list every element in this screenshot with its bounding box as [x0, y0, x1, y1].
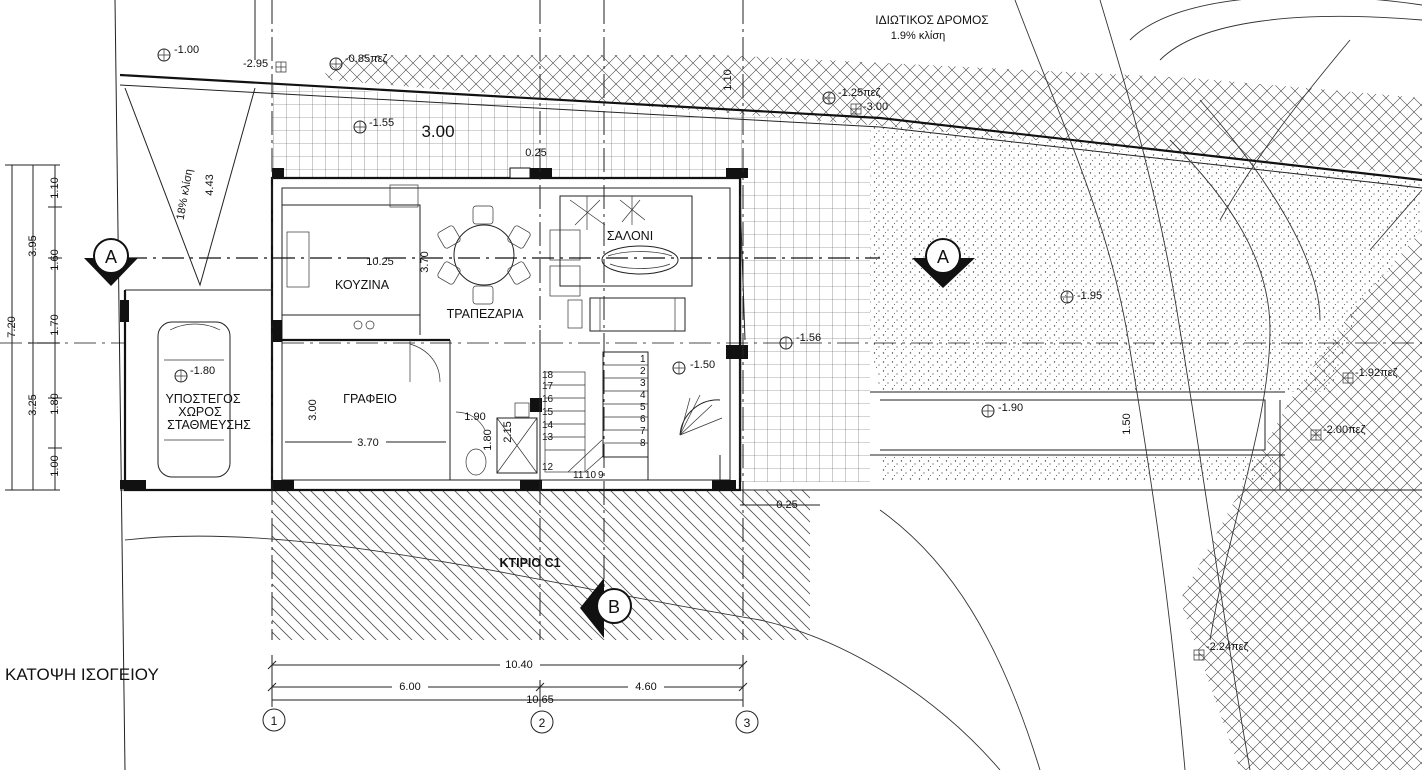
svg-text:10.40: 10.40 [505, 659, 533, 671]
svg-text:13: 13 [542, 432, 554, 443]
road-hatch [325, 55, 1422, 175]
section-marker-a-left: A [84, 238, 138, 286]
dim-2-15: 2.15 [502, 421, 514, 442]
dim-3-00-vertical: 3.00 [307, 399, 319, 420]
svg-text:1: 1 [640, 354, 646, 365]
level-text-7: -1.56 [796, 332, 821, 344]
svg-text:1.70: 1.70 [49, 314, 61, 335]
svg-text:6: 6 [640, 414, 646, 425]
svg-text:9: 9 [598, 470, 604, 481]
svg-text:16: 16 [542, 394, 554, 405]
level-text-10: -1.80 [190, 365, 215, 377]
garden-dotted-strip [880, 455, 1280, 480]
dim-3-70-vertical: 3.70 [419, 251, 431, 272]
level-text-5: -1.25πεζ [838, 87, 881, 99]
level-text-12: -1.92πεζ [1355, 367, 1398, 379]
dim-3-70-horizontal: 3.70 [357, 437, 378, 449]
svg-text:10.65: 10.65 [526, 694, 554, 706]
grid-bubble-3: 3 [735, 710, 759, 734]
room-dining: ΤΡΑΠΕΖΑΡΙΑ [447, 307, 525, 321]
level-text-1: -1.00 [174, 44, 199, 56]
svg-text:5: 5 [640, 402, 646, 413]
svg-text:10: 10 [585, 470, 597, 481]
dim-1-10-top: 1.10 [722, 69, 734, 90]
svg-text:3: 3 [640, 378, 646, 389]
svg-text:17: 17 [542, 381, 554, 392]
dim-0-25-top: 0.25 [525, 147, 546, 159]
level-text-14: -2.24πεζ [1206, 641, 1249, 653]
dining-table [437, 205, 531, 305]
level-text-3: -0.85πεζ [345, 53, 388, 65]
dim-1-90: 1.90 [464, 411, 485, 423]
svg-text:2: 2 [539, 716, 546, 730]
door-swing [409, 343, 441, 383]
ramp-length: 4.43 [204, 174, 216, 195]
grid-bubble-1: 1 [262, 708, 286, 732]
room-office: ΓΡΑΦΕΙΟ [343, 392, 397, 406]
svg-text:3.25: 3.25 [27, 394, 39, 415]
garden-dotted-area [870, 123, 1422, 392]
svg-text:4.60: 4.60 [635, 681, 656, 693]
level-text-8: -1.50 [690, 359, 715, 371]
svg-text:1: 1 [271, 714, 278, 728]
neighbor-hatch [272, 490, 810, 640]
svg-text:1.80: 1.80 [49, 393, 61, 414]
svg-text:3: 3 [744, 716, 751, 730]
level-text-2: -2.95 [243, 58, 268, 70]
room-kitchen: ΚΟΥΖΙΝΑ [335, 278, 390, 292]
grid-bubble-2: 2 [530, 710, 554, 734]
svg-text:4: 4 [640, 390, 646, 401]
svg-text:18: 18 [542, 370, 554, 381]
svg-text:1.00: 1.00 [49, 455, 61, 476]
paved-terrace [272, 85, 870, 482]
left-dimensions: 7.20 3.95 3.25 1.10 1.60 1.70 1.80 1.00 [5, 164, 62, 491]
parking-label-3: ΣΤΑΘΜΕΥΣΗΣ [167, 418, 251, 432]
svg-text:2: 2 [640, 366, 646, 377]
drawing-title: ΚΑΤΟΨΗ ΙΣΟΓΕΙΟΥ [5, 665, 159, 684]
dim-1-80-bath: 1.80 [482, 429, 494, 450]
car-outline [157, 321, 231, 478]
svg-text:11: 11 [573, 470, 584, 481]
slope-hatch [1180, 230, 1422, 770]
property-line [119, 73, 1422, 182]
level-text-6: -3.00 [863, 101, 888, 113]
living-furniture [549, 195, 693, 332]
bottom-dimensions: 10.40 6.00 4.60 10.65 [267, 655, 748, 707]
paving-mark: 3.00 [421, 122, 454, 141]
section-marker-a-right: A [912, 238, 975, 288]
svg-text:12: 12 [542, 462, 554, 473]
svg-text:14: 14 [542, 420, 554, 431]
dim-10-25: 10.25 [366, 256, 394, 268]
stair-numbers: 1 2 3 4 5 6 7 8 9 10 11 12 13 14 15 16 1… [542, 354, 646, 481]
level-markers [157, 48, 1354, 661]
section-marker-b: B [580, 578, 632, 638]
svg-text:7: 7 [640, 426, 646, 437]
svg-text:15: 15 [542, 407, 554, 418]
level-text-11: -1.90 [998, 402, 1023, 414]
svg-text:6.00: 6.00 [399, 681, 420, 693]
level-text-13: -2.00πεζ [1323, 424, 1366, 436]
road-slope: 1.9% κλίση [891, 30, 945, 42]
svg-text:1.10: 1.10 [49, 177, 61, 198]
level-text-4: -1.55 [369, 117, 394, 129]
bathroom [455, 402, 538, 476]
ramp-slope: 18% κλίση [175, 168, 196, 221]
staircase [544, 351, 723, 481]
section-a-right-label: A [937, 247, 949, 267]
svg-text:8: 8 [640, 438, 646, 449]
svg-text:1.60: 1.60 [49, 249, 61, 270]
road-name: ΙΔΙΩΤΙΚΟΣ ΔΡΟΜΟΣ [875, 13, 988, 27]
section-b-label: B [608, 597, 620, 617]
dim-1-50: 1.50 [1121, 413, 1133, 434]
parking-label-2: ΧΩΡΟΣ [178, 405, 222, 419]
dim-0-25-bottom: 0.25 [776, 499, 797, 511]
svg-text:7.20: 7.20 [6, 316, 18, 337]
section-a-left-label: A [105, 247, 117, 267]
svg-text:3.95: 3.95 [27, 235, 39, 256]
room-living: ΣΑΛΟΝΙ [607, 229, 653, 243]
level-text-9: -1.95 [1077, 290, 1102, 302]
building-label: ΚΤΙΡΙΟ C1 [499, 556, 560, 570]
parking-label-1: ΥΠΟΣΤΕΓΟΣ [165, 392, 240, 406]
